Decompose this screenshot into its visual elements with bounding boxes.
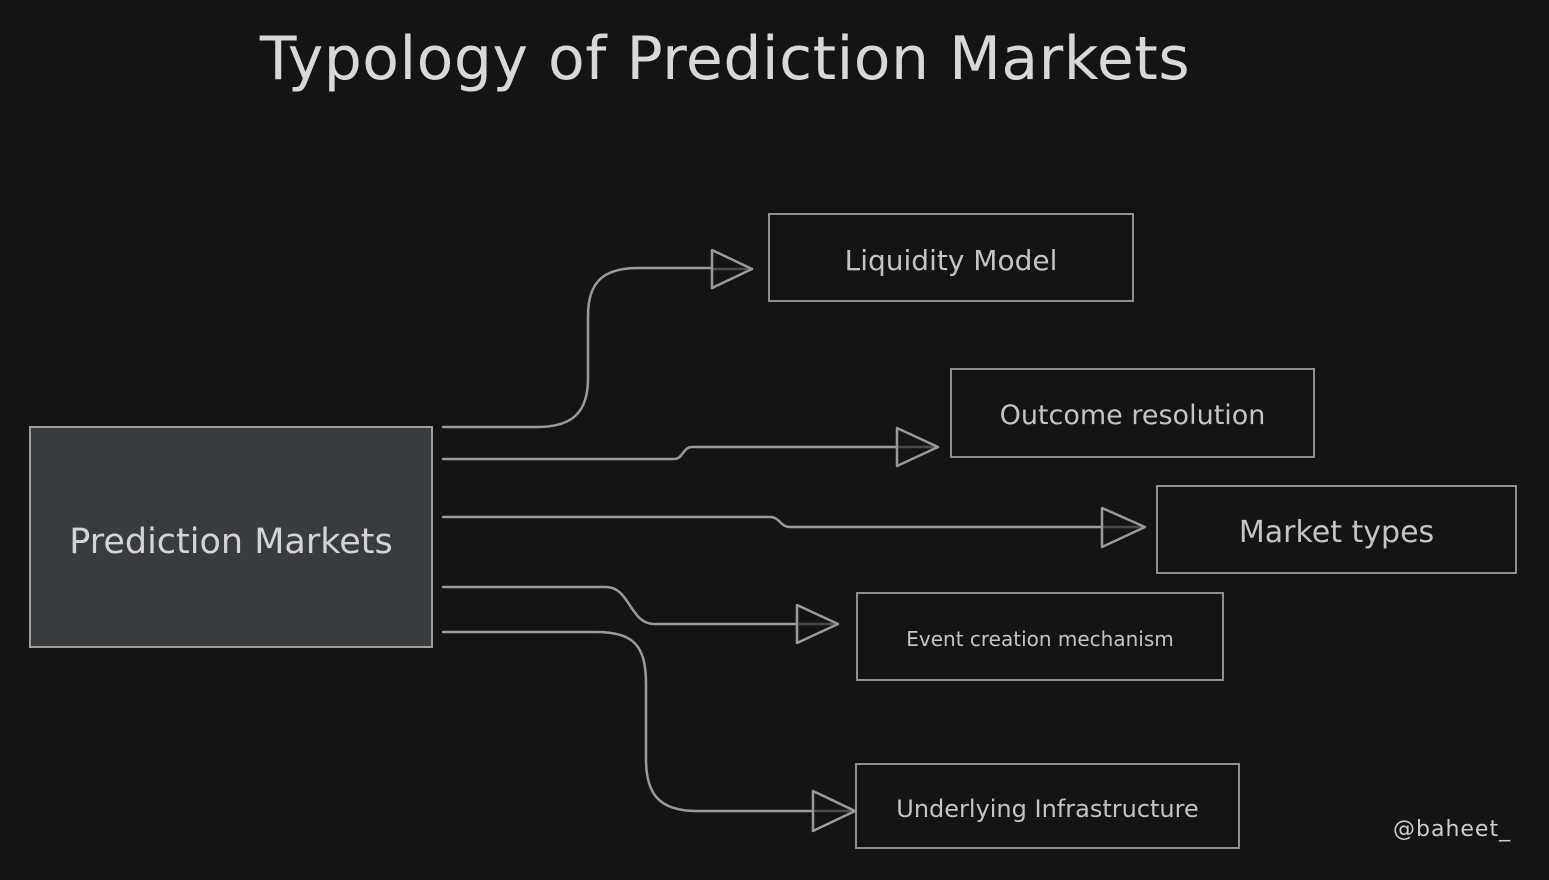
node-market-types[interactable]: Market types [1156, 485, 1517, 574]
connector-liquidity-model [441, 266, 712, 429]
node-label: Prediction Markets [69, 521, 393, 562]
connector-event-creation-mechanism [441, 585, 797, 626]
node-label: Underlying Infrastructure [896, 794, 1199, 823]
arrowhead-underlying-infrastructure [811, 789, 857, 833]
arrowhead-liquidity-model [710, 248, 754, 290]
connector-market-types [441, 515, 1102, 529]
arrowhead-market-types [1100, 506, 1147, 549]
node-outcome-resolution[interactable]: Outcome resolution [950, 368, 1315, 458]
node-liquidity-model[interactable]: Liquidity Model [768, 213, 1134, 302]
arrowhead-outcome-resolution [895, 426, 940, 468]
diagram-title: Typology of Prediction Markets [259, 24, 1191, 94]
arrowhead-event-creation-mechanism [795, 603, 840, 645]
node-label: Market types [1238, 514, 1435, 550]
node-event-creation-mechanism[interactable]: Event creation mechanism [856, 592, 1224, 681]
node-underlying-infrastructure[interactable]: Underlying Infrastructure [855, 763, 1240, 849]
node-label: Outcome resolution [999, 400, 1266, 431]
node-prediction-markets[interactable]: Prediction Markets [29, 426, 433, 648]
watermark: @baheet_ [1393, 817, 1512, 842]
connector-outcome-resolution [441, 445, 897, 461]
connector-underlying-infrastructure [441, 630, 813, 813]
node-label: Event creation mechanism [906, 627, 1174, 651]
node-label: Liquidity Model [844, 243, 1058, 277]
